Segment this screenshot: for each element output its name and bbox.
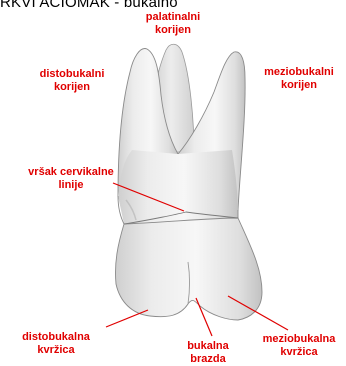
mesiobuccal-cusp-label: meziobukalna kvržica bbox=[252, 333, 346, 359]
distobuccal-cusp-pointer bbox=[106, 310, 148, 327]
buccal-groove-label: bukalna brazda bbox=[178, 340, 238, 366]
distobuccal-cusp-label: distobukalna kvržica bbox=[12, 331, 100, 357]
mesiobuccal-root-label: meziobukalni korijen bbox=[254, 66, 344, 92]
root-trunk bbox=[118, 150, 238, 224]
palatinal-root-label: palatinalni korijen bbox=[132, 11, 214, 37]
cervical-line-tip-label: vršak cervikalne linije bbox=[14, 166, 128, 192]
distobuccal-root-label: distobukalni korijen bbox=[30, 68, 114, 94]
